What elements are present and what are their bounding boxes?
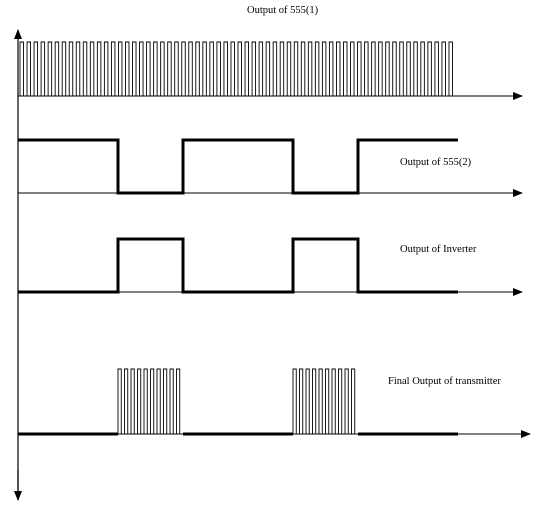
label-output-inverter: Output of Inverter bbox=[400, 244, 477, 255]
clock-pulse bbox=[153, 41, 158, 96]
burst-1-pulse bbox=[150, 368, 155, 434]
burst-2-pulse bbox=[292, 368, 297, 434]
clock-pulse bbox=[350, 41, 355, 96]
clock-pulse bbox=[371, 41, 376, 96]
clock-pulse bbox=[293, 41, 299, 96]
clock-pulse bbox=[321, 41, 327, 96]
clock-pulse bbox=[216, 41, 221, 96]
clock-pulse bbox=[89, 41, 95, 96]
label-output-555-1: Output of 555(1) bbox=[247, 5, 319, 16]
clock-pulse bbox=[132, 41, 137, 96]
clock-pulse bbox=[441, 41, 446, 96]
clock-pulse bbox=[307, 41, 313, 96]
clock-pulse bbox=[427, 41, 432, 96]
clock-pulse bbox=[167, 41, 172, 96]
clock-pulse bbox=[110, 41, 116, 96]
burst-1-pulse bbox=[130, 368, 135, 434]
clock-pulse bbox=[230, 41, 235, 96]
clock-pulse bbox=[68, 41, 74, 96]
burst-2-pulse bbox=[305, 368, 310, 434]
clock-pulse bbox=[103, 41, 109, 96]
waveform-inverter bbox=[18, 237, 458, 294]
clock-pulse bbox=[279, 41, 285, 96]
clock-pulse bbox=[378, 41, 383, 96]
burst-2-pulse bbox=[299, 368, 304, 434]
final-burst-2 bbox=[292, 368, 356, 434]
burst-1-pulse bbox=[143, 368, 148, 434]
clock-pulse bbox=[209, 41, 214, 96]
clock-pulse bbox=[314, 41, 320, 96]
clock-pulse bbox=[26, 41, 31, 96]
burst-1-pulse bbox=[163, 368, 168, 434]
clock-pulse bbox=[61, 41, 67, 96]
clock-pulse bbox=[195, 41, 200, 96]
label-final-output: Final Output of transmitter bbox=[388, 376, 501, 387]
clock-pulse bbox=[364, 41, 369, 96]
burst-1-pulse bbox=[124, 368, 129, 434]
clock-pulse bbox=[139, 41, 144, 96]
clock-pulse bbox=[181, 41, 186, 96]
clock-pulse bbox=[251, 41, 257, 96]
clock-pulse bbox=[300, 41, 306, 96]
burst-1-pulse bbox=[169, 368, 174, 434]
clock-pulse bbox=[237, 41, 242, 96]
clock-pulse bbox=[385, 41, 390, 96]
clock-pulse bbox=[96, 41, 102, 96]
burst-1-pulse bbox=[117, 368, 122, 434]
clock-pulse bbox=[258, 41, 264, 96]
clock-pulse bbox=[399, 41, 404, 96]
clock-pulse bbox=[202, 41, 207, 96]
clock-pulse bbox=[286, 41, 292, 96]
waveform-555-1 bbox=[19, 41, 453, 96]
clock-pulse bbox=[406, 41, 411, 96]
waveform-555-2 bbox=[18, 138, 458, 195]
clock-pulse bbox=[75, 41, 81, 96]
clock-pulse bbox=[188, 41, 193, 96]
burst-2-pulse bbox=[338, 368, 343, 434]
final-burst-1 bbox=[117, 368, 181, 434]
burst-2-pulse bbox=[351, 368, 356, 434]
burst-2-pulse bbox=[325, 368, 330, 434]
clock-pulse bbox=[448, 41, 453, 96]
clock-pulse bbox=[244, 41, 249, 96]
clock-pulse bbox=[357, 41, 362, 96]
clock-pulse bbox=[434, 41, 439, 96]
clock-pulse bbox=[33, 41, 39, 96]
clock-pulse bbox=[223, 41, 228, 96]
clock-pulse bbox=[146, 41, 151, 96]
clock-pulse bbox=[125, 41, 130, 96]
clock-pulse bbox=[54, 41, 60, 96]
burst-1-pulse bbox=[137, 368, 142, 434]
burst-2-pulse bbox=[312, 368, 317, 434]
clock-pulse bbox=[336, 41, 341, 96]
clock-pulse bbox=[265, 41, 271, 96]
label-output-555-2: Output of 555(2) bbox=[400, 157, 472, 168]
clock-pulse bbox=[413, 41, 418, 96]
clock-pulse bbox=[328, 41, 334, 96]
clock-pulse bbox=[160, 41, 165, 96]
burst-2-pulse bbox=[344, 368, 349, 434]
clock-pulse bbox=[47, 41, 53, 96]
clock-pulse bbox=[392, 41, 397, 96]
clock-pulse bbox=[174, 41, 179, 96]
burst-2-pulse bbox=[331, 368, 336, 434]
burst-1-pulse bbox=[176, 368, 181, 434]
clock-pulse bbox=[40, 41, 46, 96]
clock-pulse bbox=[272, 41, 278, 96]
burst-1-pulse bbox=[156, 368, 161, 434]
clock-pulse bbox=[420, 41, 425, 96]
clock-pulse bbox=[19, 41, 24, 96]
clock-pulse bbox=[343, 41, 348, 96]
burst-2-pulse bbox=[318, 368, 323, 434]
clock-pulse bbox=[118, 41, 123, 96]
clock-pulse bbox=[82, 41, 88, 96]
